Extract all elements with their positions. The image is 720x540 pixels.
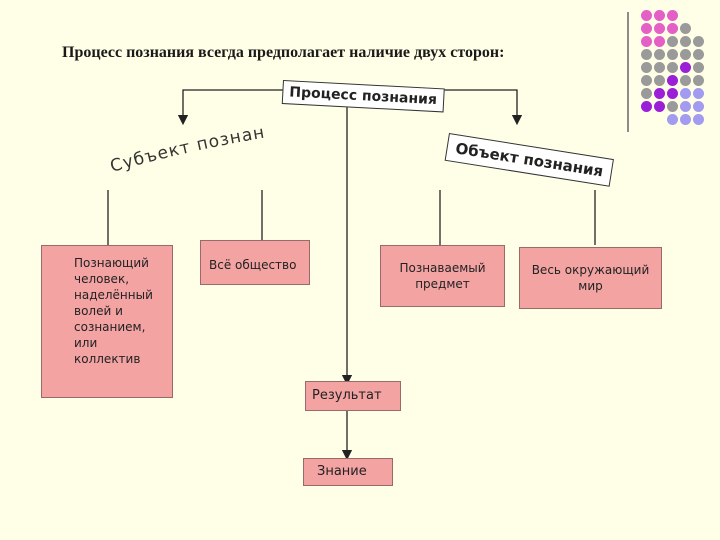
decorative-dot [680, 75, 691, 86]
decorative-dot [680, 114, 691, 125]
decorative-dot [641, 75, 652, 86]
decorative-dot [693, 101, 704, 112]
decorative-dot [693, 114, 704, 125]
page-title: Процесс познания всегда предполагает нал… [62, 44, 505, 61]
subject-item-person: Познающий человек, наделённый волей и со… [41, 245, 173, 398]
decorative-dot [667, 114, 678, 125]
decorative-dot [654, 49, 665, 60]
decorative-dot [667, 10, 678, 21]
result-box: Результат [305, 381, 401, 411]
decorative-dot [680, 101, 691, 112]
decorative-dot [693, 49, 704, 60]
decorative-dot [667, 62, 678, 73]
decorative-dot [693, 88, 704, 99]
decorative-dot [654, 23, 665, 34]
decorative-dot [693, 62, 704, 73]
decorative-dot [641, 62, 652, 73]
connector-process-right [437, 89, 523, 126]
decorative-dot [654, 10, 665, 21]
subject-item-society: Всё общество [200, 240, 310, 285]
decorative-dot [693, 36, 704, 47]
decorative-dot [680, 88, 691, 99]
object-item-subject: Познаваемый предмет [380, 245, 505, 307]
decorative-dot [641, 101, 652, 112]
decorative-dot [680, 49, 691, 60]
decorative-dot [680, 62, 691, 73]
decorative-dot [654, 62, 665, 73]
decorative-dot [680, 23, 691, 34]
decorative-divider [627, 12, 629, 132]
subject-label: Субъект познания [0, 0, 267, 177]
decorative-dot [667, 75, 678, 86]
decorative-dot [641, 36, 652, 47]
object-item-world: Весь окружающий мир [519, 247, 662, 309]
decorative-dot [654, 75, 665, 86]
knowledge-box: Знание [303, 458, 393, 486]
decorative-dot [654, 36, 665, 47]
decorative-dot [667, 101, 678, 112]
decorative-dot [667, 49, 678, 60]
decorative-dot [667, 23, 678, 34]
decorative-dot [641, 23, 652, 34]
decorative-dot [641, 10, 652, 21]
decorative-dot [654, 88, 665, 99]
decorative-dot [641, 49, 652, 60]
decorative-dot [680, 36, 691, 47]
decorative-dot [693, 75, 704, 86]
decorative-dot [641, 88, 652, 99]
decorative-dot [667, 88, 678, 99]
connector-process-left [177, 89, 285, 126]
decorative-dot [667, 36, 678, 47]
decorative-dot [654, 101, 665, 112]
